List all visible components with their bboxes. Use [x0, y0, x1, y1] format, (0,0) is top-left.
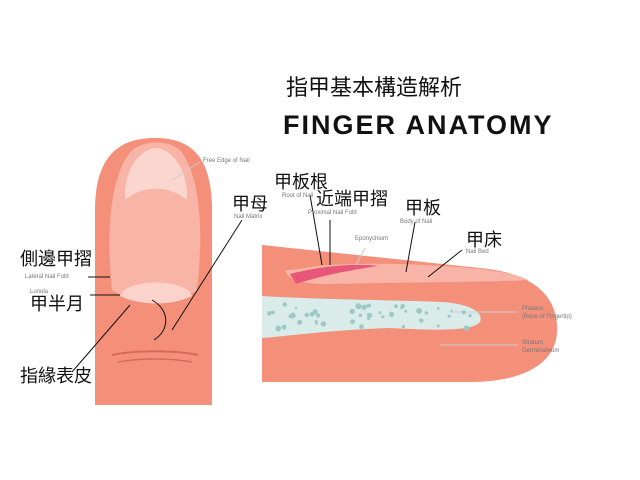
- label-phalanx-sub-en: (Bone of Fingertip): [522, 314, 572, 320]
- label-root-zh: 甲板根: [274, 172, 328, 193]
- bone-pore: [294, 307, 298, 310]
- bone-pore: [312, 309, 318, 315]
- finger-front-view: [95, 138, 212, 405]
- matrix-leader: [171, 219, 243, 331]
- bone-pore: [359, 324, 364, 330]
- bone-pore: [419, 318, 424, 323]
- label-stratum-sub-en: Germinativum: [522, 348, 560, 354]
- bone-pore: [304, 312, 309, 318]
- bone-pore: [350, 319, 355, 325]
- bone-pore: [401, 325, 405, 329]
- label-eponychium-en: Eponychium: [355, 236, 389, 242]
- bone-pore: [461, 310, 466, 315]
- bone-pore: [349, 308, 355, 314]
- bone-pore: [394, 304, 398, 309]
- bone-pore: [267, 311, 272, 316]
- bone-pore: [381, 315, 385, 319]
- bone-pore: [436, 324, 440, 328]
- lunula-front: [120, 282, 192, 304]
- bone-pore: [297, 319, 303, 325]
- bone-pore: [358, 313, 363, 318]
- cuticle-leader: [71, 304, 131, 373]
- nail-root-section: [290, 264, 378, 284]
- bone-pore: [366, 312, 373, 319]
- label-free-edge-en: Free Edge of Nail: [203, 158, 250, 164]
- proximal-fold-section: [262, 245, 340, 270]
- label-bed-en: Nail Bed: [466, 249, 489, 255]
- label-cuticle-zh: 指緣表皮: [20, 366, 92, 387]
- label-proximal-fold-zh: 近端甲摺: [316, 189, 388, 210]
- bone-pore: [404, 309, 408, 313]
- bone-pores: [267, 302, 472, 332]
- label-lunula-zh: 甲半月: [30, 294, 84, 315]
- bone-pore: [315, 321, 318, 325]
- knuckle-crease-2: [117, 358, 193, 363]
- bone-pore: [447, 314, 451, 318]
- eponychium-leader: [355, 247, 366, 266]
- bone-pore: [282, 326, 286, 330]
- title-chinese: 指甲基本構造解析: [286, 76, 463, 101]
- label-phalanx-en: Phalanx: [522, 306, 544, 312]
- finger-cross-section: [262, 245, 558, 382]
- bed-leader: [427, 249, 463, 278]
- label-matrix-zh: 甲母: [232, 194, 268, 215]
- body-leader: [405, 221, 416, 273]
- cuticle-bracket: [151, 299, 167, 341]
- bone-pore: [416, 308, 422, 314]
- bone-pore: [378, 311, 382, 315]
- label-bed-zh: 甲床: [466, 230, 502, 251]
- bone-pore: [288, 314, 293, 319]
- label-lateral-fold-en: Lateral Nail Fold: [25, 274, 69, 280]
- root-leader: [309, 194, 323, 266]
- bone-pore: [400, 305, 404, 310]
- free-edge-front: [124, 148, 188, 200]
- bone-pore: [315, 313, 321, 318]
- title-english: FINGER ANATOMY: [283, 110, 554, 140]
- bone-pore: [389, 311, 395, 317]
- leader-lines: [71, 161, 518, 373]
- bone-pore: [355, 303, 362, 310]
- bone-pore: [320, 321, 327, 327]
- label-stratum-en: Stratum: [522, 340, 544, 346]
- bone-pore: [275, 325, 282, 332]
- label-body-zh: 甲板: [405, 198, 441, 219]
- label-lunula-en: Lunula: [30, 289, 49, 295]
- label-proximal-fold-en: Proximal Nail Fold: [308, 210, 357, 216]
- bone-pore: [282, 302, 287, 307]
- bone-pore: [271, 310, 275, 315]
- bone-pore: [361, 304, 367, 310]
- bone-pore: [468, 314, 472, 318]
- label-lateral-fold-zh: 側邊甲摺: [20, 249, 92, 270]
- label-root-en: Root of Nail: [282, 193, 314, 199]
- label-matrix-en: Nail Matrix: [234, 214, 263, 220]
- bone-pore: [437, 307, 440, 310]
- bone-pore: [450, 309, 453, 313]
- bone-pore: [463, 325, 470, 331]
- bone-pore: [366, 303, 370, 308]
- bone-pore: [424, 311, 429, 315]
- knuckle-crease-1: [111, 350, 199, 356]
- free-edge-leader: [171, 161, 201, 181]
- label-body-en: Body of Nail: [400, 219, 433, 225]
